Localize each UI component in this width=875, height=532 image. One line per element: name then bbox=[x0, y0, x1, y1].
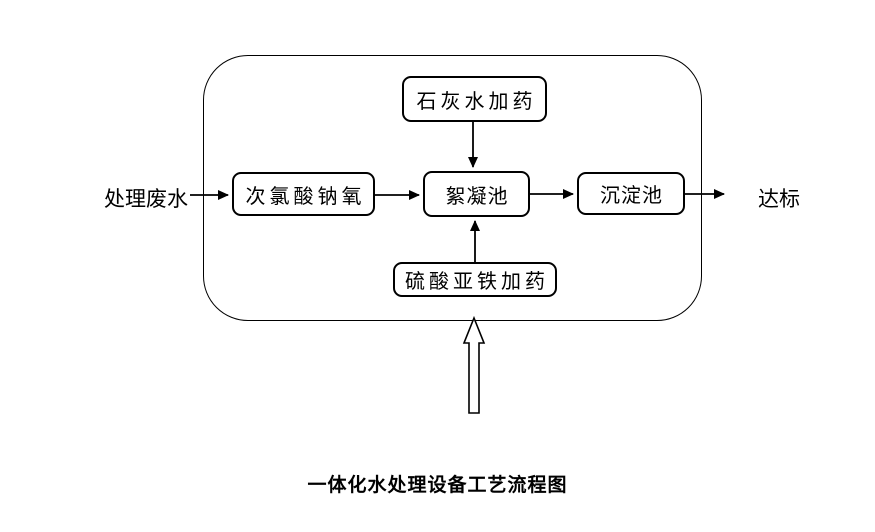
node-lime-water-dosing-label: 石灰水加药 bbox=[416, 90, 537, 113]
node-sodium-hypochlorite: 次氯酸钠氧 bbox=[232, 172, 375, 216]
inflow-label: 处理废水 bbox=[104, 188, 188, 211]
hollow-up-arrow bbox=[462, 315, 486, 414]
node-sodium-hypochlorite-label: 次氯酸钠氧 bbox=[245, 185, 366, 208]
node-flocculation-tank: 絮凝池 bbox=[423, 171, 530, 217]
diagram-caption: 一体化水处理设备工艺流程图 bbox=[307, 475, 568, 496]
node-flocculation-tank-label: 絮凝池 bbox=[445, 185, 509, 208]
node-sedimentation-tank-label: 沉淀池 bbox=[600, 185, 663, 207]
node-ferrous-sulfate-dosing: 硫酸亚铁加药 bbox=[393, 262, 557, 297]
node-lime-water-dosing: 石灰水加药 bbox=[402, 76, 547, 122]
equipment-boundary-outline bbox=[203, 55, 702, 321]
outflow-label: 达标 bbox=[758, 188, 800, 211]
node-sedimentation-tank: 沉淀池 bbox=[577, 172, 685, 215]
node-ferrous-sulfate-dosing-label: 硫酸亚铁加药 bbox=[405, 271, 549, 293]
